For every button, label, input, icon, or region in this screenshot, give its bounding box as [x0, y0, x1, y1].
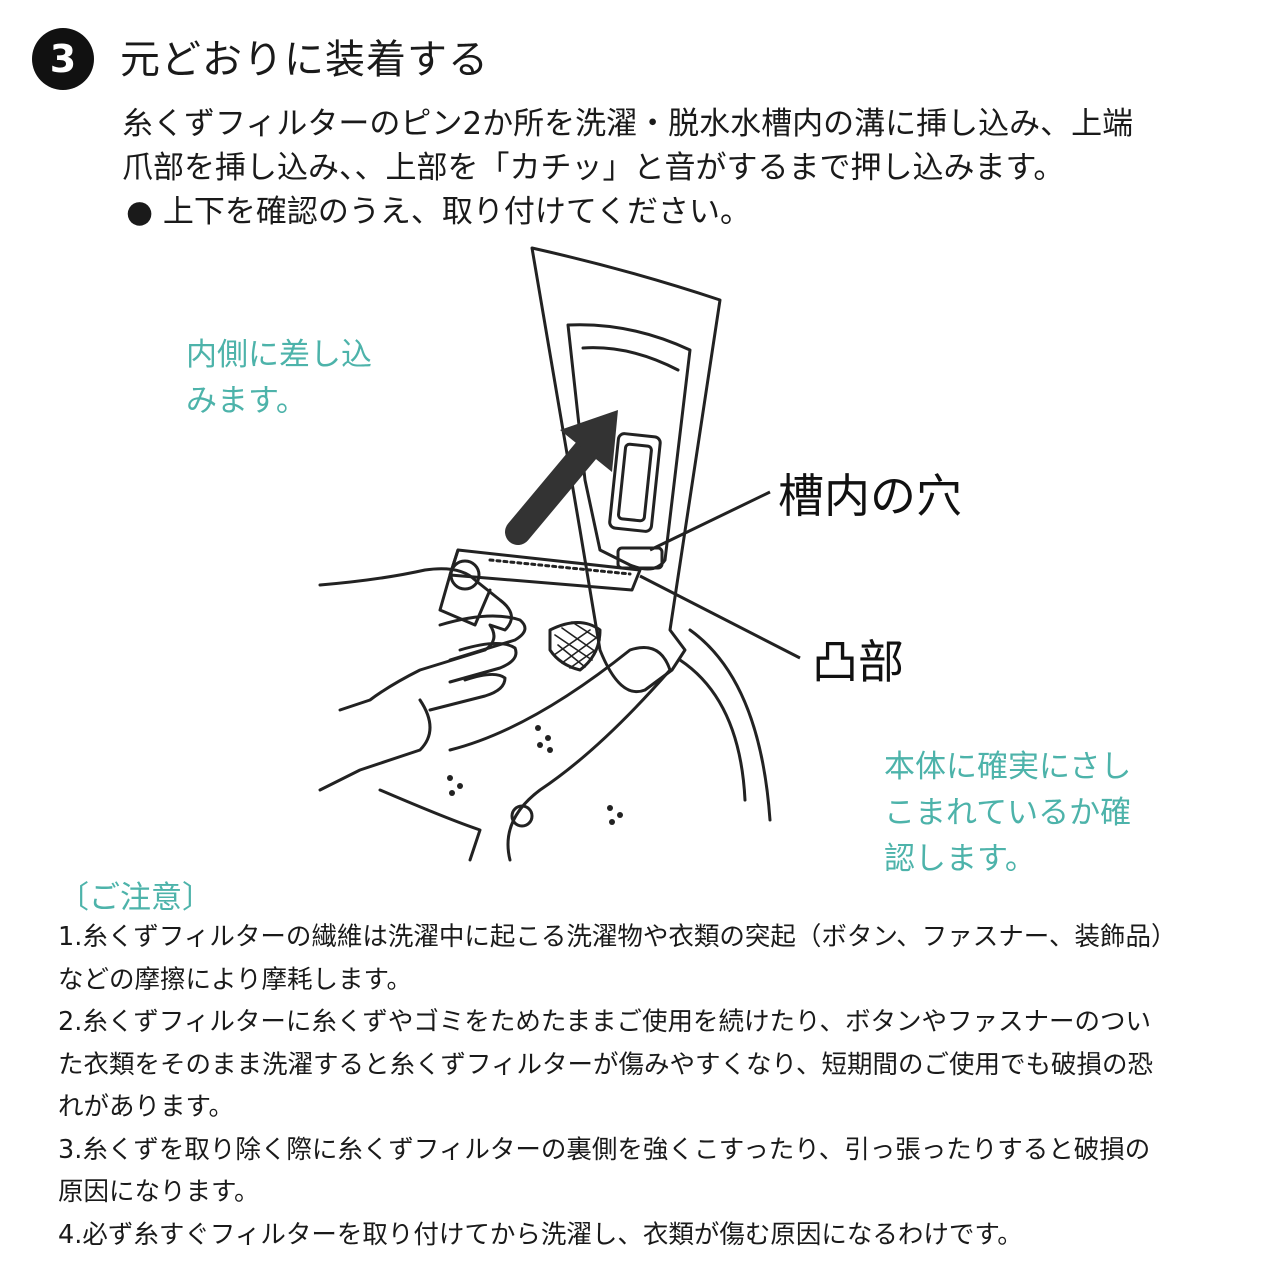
confirm-callout: 本体に確実にさし こまれているか確 認します。	[884, 744, 1131, 882]
hole-leader-line	[649, 490, 771, 552]
instruction-line: 糸くずフィルターのピン2か所を洗濯・脱水水槽内の溝に挿し込み、上端	[122, 106, 1134, 142]
insert-direction-arrow-icon	[505, 410, 618, 545]
instruction-line: 爪部を挿し込み、、上部を「カチッ」と音がするまで押し込みます。	[122, 150, 1065, 186]
note-line: た衣類をそのまま洗濯すると糸くずフィルターが傷みやすくなり、短期間のご使用でも破…	[58, 1049, 1153, 1080]
note-line: 1.糸くずフィルターの繊維は洗濯中に起こる洗濯物や衣類の突起（ボタン、ファスナー…	[58, 922, 1177, 952]
note-line: 原因になります。	[58, 1177, 260, 1207]
callout-line: 認します。	[884, 841, 1036, 877]
protrusion-label: 凸部	[812, 635, 904, 689]
caution-notes: 1.糸くずフィルターの繊維は洗濯中に起こる洗濯物や衣類の突起（ボタン、ファスナー…	[58, 916, 1238, 1256]
note-line: などの摩擦により摩耗します。	[58, 964, 412, 995]
drum-rim	[688, 628, 772, 822]
step-number-badge: 3	[32, 28, 94, 90]
recess-frame	[566, 323, 692, 571]
instruction-bullet-line: ● 上下を確認のうえ、取り付けてください。	[126, 190, 1252, 234]
tub-hole	[608, 432, 662, 533]
tub-wall-panel	[530, 246, 722, 693]
note-line: れがあります。	[58, 1092, 234, 1122]
instruction-text: 糸くずフィルターのピン2か所を洗濯・脱水水槽内の溝に挿し込み、上端 爪部を挿し込…	[122, 102, 1252, 234]
hand	[318, 567, 513, 712]
step-title: 元どおりに装着する	[120, 37, 489, 83]
protrusion-leader-line	[639, 574, 801, 660]
hole-label: 槽内の穴	[778, 469, 962, 523]
protrusion-slot	[616, 546, 664, 570]
note-line: 3.糸くずを取り除く際に糸くずフィルターの裏側を強くこすったり、引っ張ったりする…	[58, 1134, 1151, 1165]
callout-line: 内側に差し込	[186, 337, 372, 373]
filter-installation-illustration	[318, 246, 801, 862]
callout-line: 本体に確実にさし	[884, 749, 1132, 785]
note-line: 4.必ず糸すぐフィルターを取り付けてから洗濯し、衣類が傷む原因になるわけです。	[58, 1219, 1023, 1250]
notes-title: 〔ご注意〕	[58, 880, 213, 916]
bullet-icon: ●	[126, 194, 154, 230]
callout-line: みます。	[186, 383, 307, 419]
bullet-text: 上下を確認のうえ、取り付けてください。	[162, 194, 751, 230]
insert-callout: 内側に差し込 みます。	[186, 332, 372, 424]
callout-line: こまれているか確	[884, 795, 1132, 831]
recess-edge	[581, 346, 680, 372]
note-line: 2.糸くずフィルターに糸くずやゴミをためたままご使用を続けたり、ボタンやファスナ…	[58, 1007, 1152, 1037]
